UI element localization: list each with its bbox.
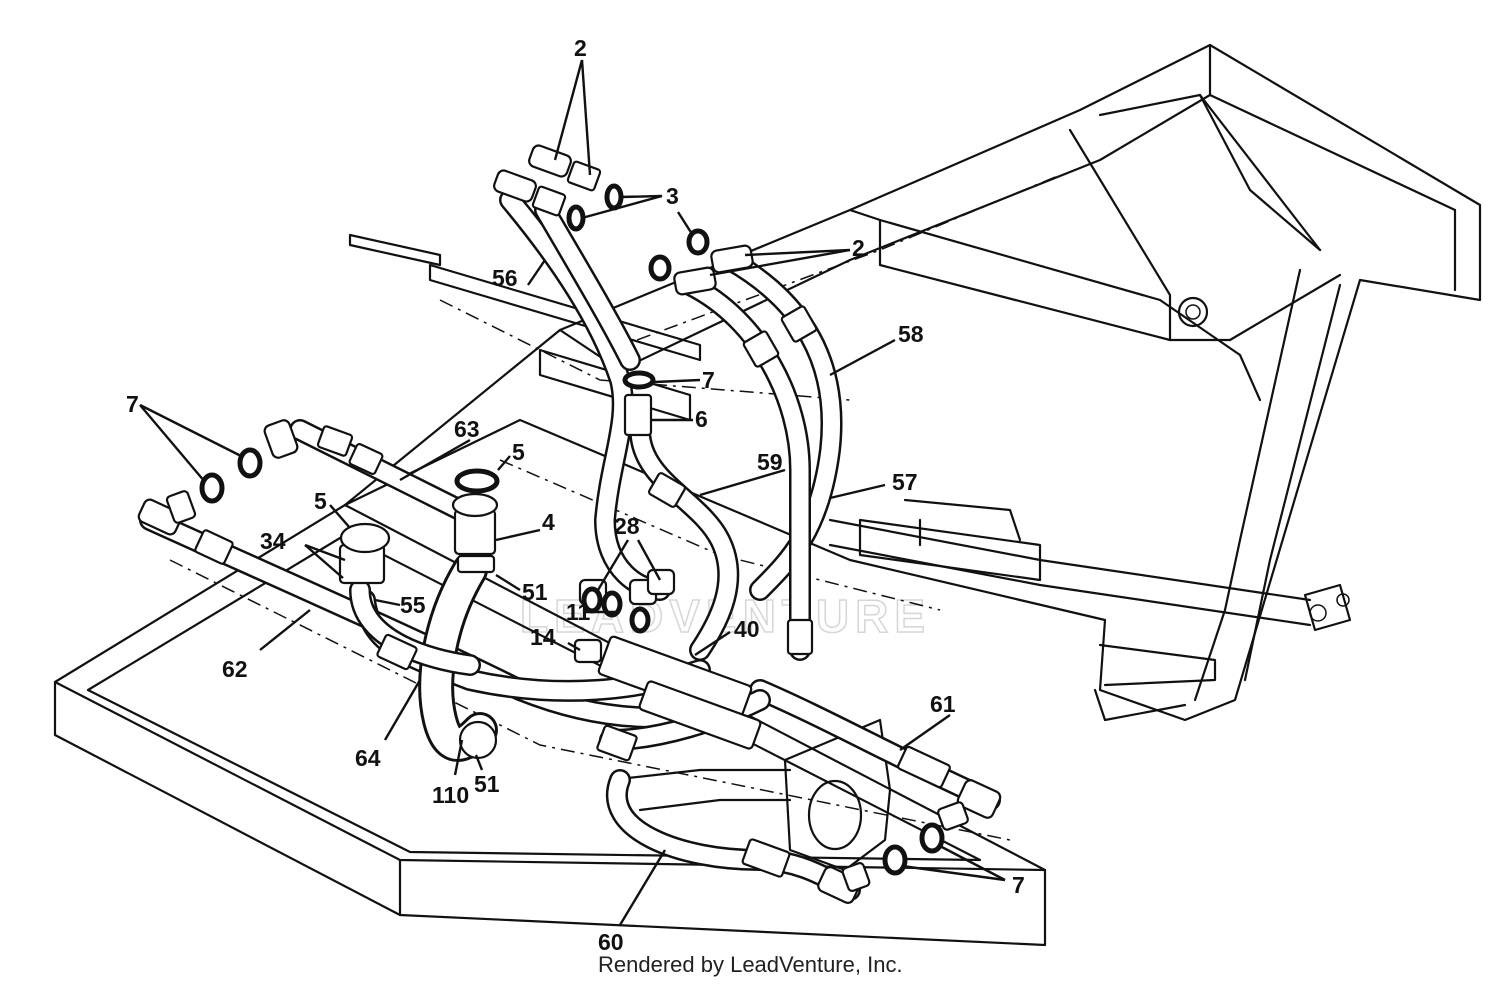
callout-40: 40 [734, 616, 760, 642]
callout-5-left: 5 [314, 488, 327, 514]
callout-4: 4 [542, 509, 555, 535]
credit-text: Rendered by LeadVenture, Inc. [598, 952, 903, 977]
callout-7-bottom: 7 [1012, 872, 1025, 898]
callout-labels: 2 3 3 2 56 58 7 6 59 57 7 63 5 5 4 34 28… [126, 35, 1025, 955]
callout-58: 58 [898, 321, 924, 347]
callout-60: 60 [598, 929, 624, 955]
callout-63: 63 [454, 416, 480, 442]
callout-11: 11 [566, 599, 591, 625]
callout-7-center: 7 [702, 367, 715, 393]
callout-110: 110 [432, 782, 469, 808]
callout-51-upper: 51 [522, 579, 548, 605]
callout-7-left: 7 [126, 391, 139, 417]
callout-64: 64 [355, 745, 381, 771]
callout-2-top: 2 [574, 35, 587, 61]
o-rings [199, 183, 945, 876]
callout-6: 6 [695, 406, 708, 432]
leader-lines [139, 59, 1006, 926]
callout-56: 56 [492, 265, 518, 291]
callout-34: 34 [260, 528, 286, 554]
callout-14: 14 [530, 624, 556, 650]
callout-3-top: 3 [666, 183, 679, 209]
callout-57: 57 [892, 469, 918, 495]
callout-5-right: 5 [512, 439, 525, 465]
callout-2-right: 2 [852, 235, 865, 261]
callout-51-lower: 51 [474, 771, 500, 797]
callout-55: 55 [400, 592, 426, 618]
chassis-frame [53, 43, 1482, 947]
callout-28: 28 [614, 513, 640, 539]
hose-fittings [137, 144, 1002, 904]
callout-61: 61 [930, 691, 956, 717]
callout-59: 59 [757, 449, 783, 475]
callout-62: 62 [222, 656, 248, 682]
